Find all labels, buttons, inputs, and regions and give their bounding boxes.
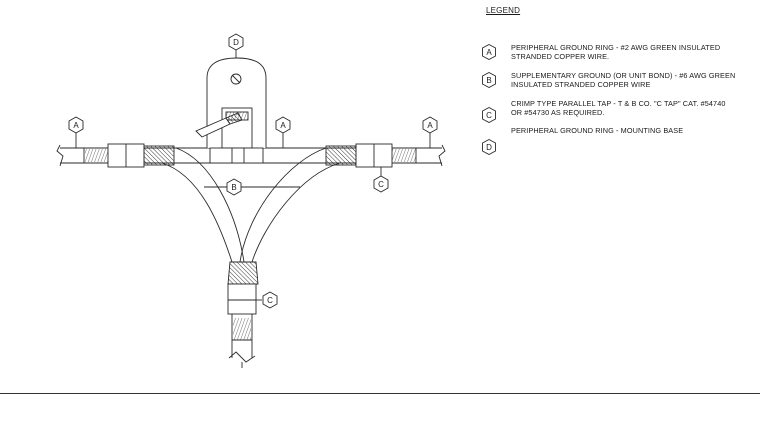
strands-left xyxy=(85,149,109,162)
legend-key-c: C xyxy=(486,111,492,120)
callout-d-top-label: D xyxy=(233,38,239,47)
callout-c-right: C xyxy=(373,175,389,193)
callout-c-bottom: C xyxy=(262,291,278,309)
legend-item-c: C CRIMP TYPE PARALLEL TAP - T & B CO. "C… xyxy=(482,99,752,124)
callout-c-bottom-label: C xyxy=(267,296,273,305)
callout-a-center: A xyxy=(275,116,291,134)
supplementary-ground-wire xyxy=(161,147,341,368)
callout-leaders xyxy=(75,50,431,301)
legend-text-c: CRIMP TYPE PARALLEL TAP - T & B CO. "C T… xyxy=(511,99,726,117)
legend-hex-d: D xyxy=(482,139,496,155)
legend-text-a: PERIPHERAL GROUND RING - #2 AWG GREEN IN… xyxy=(511,43,721,61)
right-c-tap xyxy=(325,143,393,168)
legend-item-d: D PERIPHERAL GROUND RING - MOUNTING BASE xyxy=(482,126,752,155)
callout-a-right-label: A xyxy=(427,121,433,130)
legend-hex-c: C xyxy=(482,107,496,123)
callout-d-top: D xyxy=(228,33,244,51)
callout-a-right: A xyxy=(422,116,438,134)
strands-right xyxy=(392,149,416,162)
legend-key-a: A xyxy=(486,48,492,57)
legend-text-d: PERIPHERAL GROUND RING - MOUNTING BASE xyxy=(511,126,684,135)
sheet-divider-line xyxy=(0,393,760,394)
callout-a-center-label: A xyxy=(280,121,286,130)
callout-a-left-label: A xyxy=(73,121,79,130)
mounting-base xyxy=(195,57,267,164)
legend-key-d: D xyxy=(486,143,492,152)
callout-c-right-label: C xyxy=(378,180,384,189)
legend-hex-a: A xyxy=(482,44,496,60)
left-c-tap xyxy=(107,143,175,168)
callout-b-mid: B xyxy=(226,178,242,196)
legend-item-a: A PERIPHERAL GROUND RING - #2 AWG GREEN … xyxy=(482,43,752,68)
legend-hex-b: B xyxy=(482,72,496,88)
legend-title: LEGEND xyxy=(486,6,521,15)
callout-a-left: A xyxy=(68,116,84,134)
callout-b-mid-label: B xyxy=(231,183,236,192)
legend-key-b: B xyxy=(486,76,491,85)
legend-item-b: B SUPPLEMENTARY GROUND (OR UNIT BOND) - … xyxy=(482,71,752,96)
legend-text-b: SUPPLEMENTARY GROUND (OR UNIT BOND) - #6… xyxy=(511,71,736,89)
